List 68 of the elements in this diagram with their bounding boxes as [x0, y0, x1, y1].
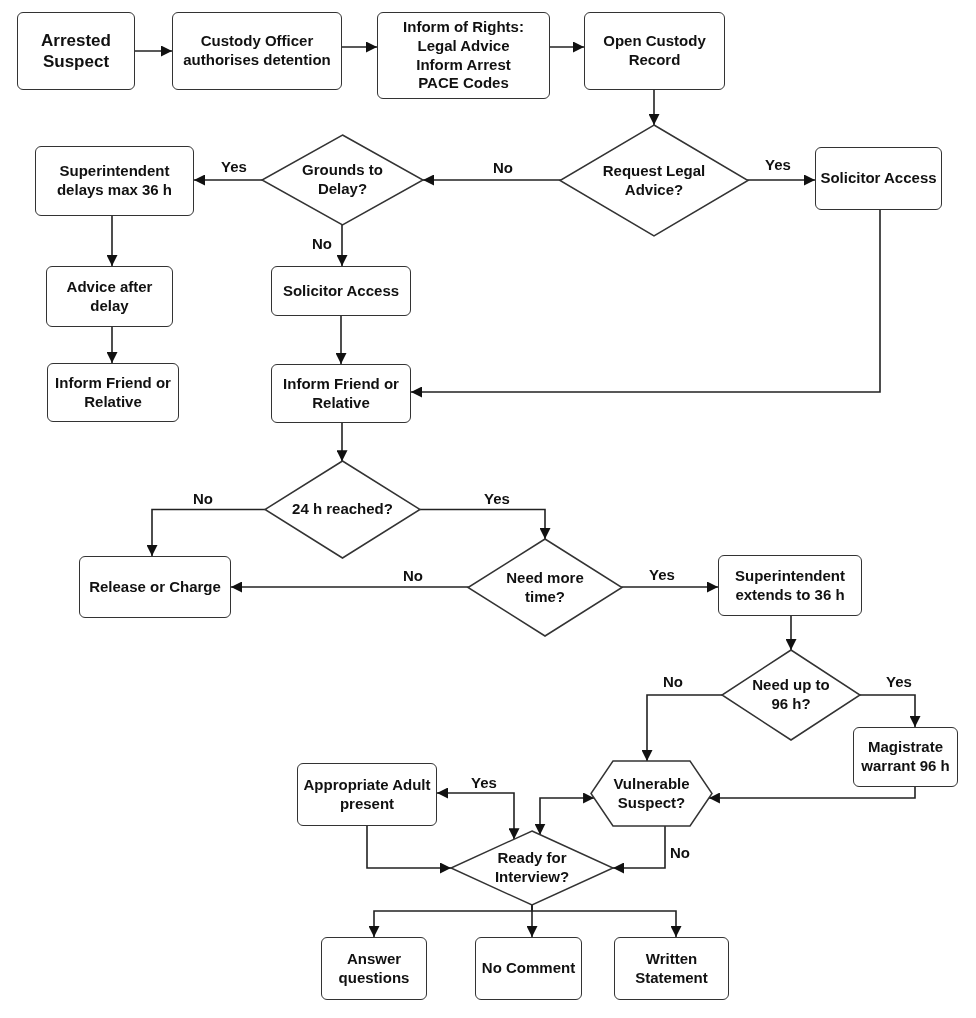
arrow [534, 792, 595, 836]
node-label: Appropriate Adult present [302, 775, 432, 814]
arrow [648, 89, 660, 126]
node-label: Custody Officer authorises detention [182, 32, 332, 70]
arrow [641, 694, 723, 762]
arrow [708, 786, 916, 804]
arrow [230, 581, 470, 593]
arrow [859, 694, 921, 728]
process-box [614, 937, 729, 1000]
process-box [17, 12, 135, 90]
node-label: Request Legal Advice? [601, 161, 707, 200]
arrow [531, 904, 682, 938]
process-box [475, 937, 582, 1000]
node-label: Legal Advice Inform Arrest PACE Codes [415, 36, 512, 93]
process-box [297, 763, 437, 826]
arrow [106, 215, 118, 267]
process-box [584, 12, 725, 90]
process-box [271, 266, 411, 316]
node-label: Need up to 96 h? [751, 676, 831, 714]
arrow [146, 508, 266, 557]
node-label: No Comment [481, 959, 576, 978]
arrow [193, 174, 263, 186]
node-label: Superintendent extends to 36 h [734, 566, 846, 605]
node-label: Need more time? [505, 568, 585, 607]
node-label: Ready for Interview? [493, 849, 571, 887]
arrow [785, 615, 797, 651]
process-box [271, 364, 411, 423]
arrow [106, 326, 118, 364]
node-label: Solicitor Access [282, 281, 400, 301]
arrow [336, 223, 348, 267]
arrow [436, 787, 520, 840]
node-label: Superintendent delays max 36 h [55, 162, 174, 200]
node-label: Advice after delay [65, 277, 154, 316]
node-label: Answer questions [337, 949, 411, 988]
node-label: Inform Friend or Relative [54, 373, 172, 412]
node-label: 24 h reached? [292, 500, 393, 519]
arrow [419, 508, 551, 540]
node-label: Release or Charge [89, 577, 221, 597]
arrow [410, 209, 881, 398]
node-label: Open Custody Record [602, 32, 707, 70]
arrow [335, 315, 347, 365]
process-box [321, 937, 427, 1000]
arrow [336, 422, 348, 463]
node-label: Solicitor Access [820, 169, 937, 188]
arrow [549, 41, 585, 53]
node-heading: Inform of Rights: [403, 18, 524, 37]
node-label: Magistrate warrant 96 h [860, 738, 951, 776]
process-box [853, 727, 958, 787]
arrow [746, 174, 816, 186]
arrow [422, 174, 562, 186]
arrow [366, 825, 452, 874]
node-label: Written Statement [634, 949, 709, 988]
process-box [718, 555, 862, 616]
node-label: Grounds to Delay? [301, 161, 384, 199]
process-box [815, 147, 942, 210]
process-box [377, 12, 550, 99]
process-box [172, 12, 342, 90]
process-box [79, 556, 231, 618]
process-box [35, 146, 194, 216]
process-box [46, 266, 173, 327]
arrow [341, 41, 378, 53]
arrow [620, 581, 719, 593]
arrow [612, 825, 666, 874]
node-label: Inform Friend or Relative [282, 374, 400, 413]
arrow [134, 45, 173, 57]
node-label: Vulnerable Suspect? [612, 774, 691, 813]
node-label: Arrested Suspect [40, 29, 112, 73]
process-box [47, 363, 179, 422]
